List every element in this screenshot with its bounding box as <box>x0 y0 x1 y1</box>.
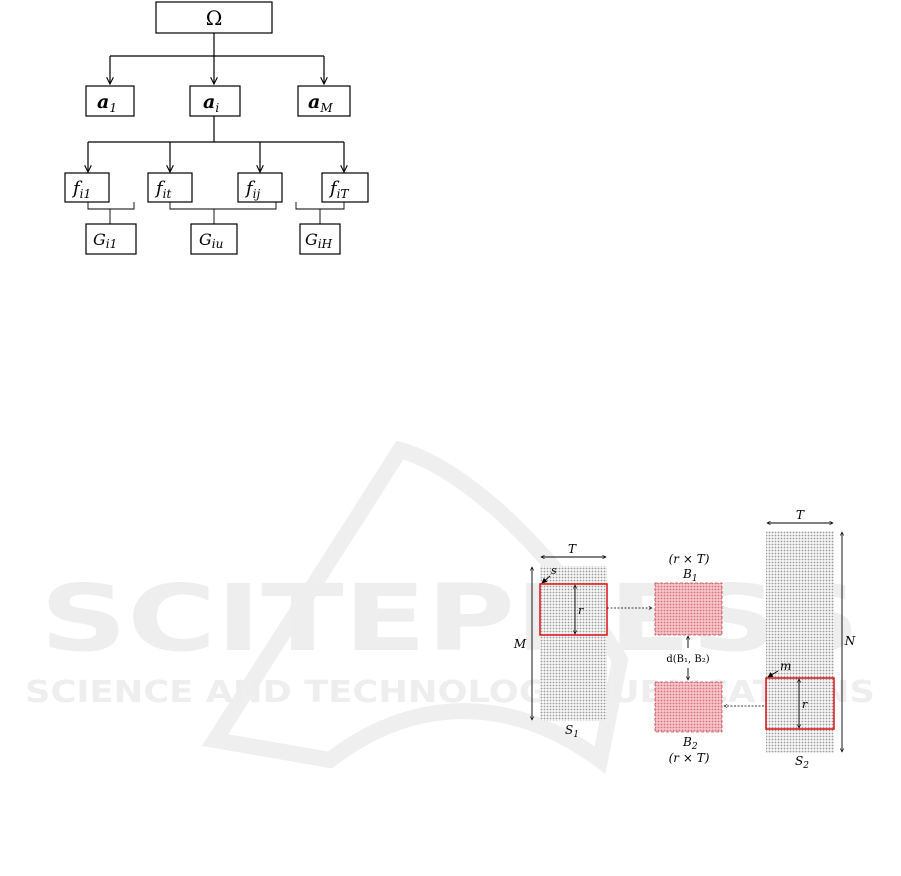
b2-dim-label: (r × T) <box>669 751 710 765</box>
s1-window-label: r <box>578 604 584 617</box>
b2-name: B2 <box>682 735 698 752</box>
block-b1 <box>655 583 722 635</box>
s2-height-label: N <box>844 634 856 648</box>
s2-width-label: T <box>796 508 805 522</box>
watermark-title: SCITEPRESS <box>40 565 860 672</box>
distance-label: d(B₁, B₂) <box>666 654 709 665</box>
matrix-s1 <box>540 566 607 721</box>
s2-name: S2 <box>795 754 809 771</box>
b1-dim-label: (r × T) <box>669 552 710 566</box>
s2-corner-label: m <box>780 659 791 673</box>
watermark-subtitle: SCIENCE AND TECHNOLOGY PUBLICATIONS <box>25 675 875 710</box>
hierarchy-tree: Ω a1 ai aM fi1 fit fij fiT <box>65 2 368 254</box>
s2-window-label: r <box>802 698 808 711</box>
watermark: SCITEPRESS SCIENCE AND TECHNOLOGY PUBLIC… <box>25 450 875 760</box>
s1-height-label: M <box>513 637 527 651</box>
matrix-s2 <box>766 531 834 753</box>
block-b2 <box>655 682 722 732</box>
root-label: Ω <box>206 6 223 30</box>
s1-width-label: T <box>568 542 577 556</box>
s1-corner-label: s <box>551 564 557 577</box>
